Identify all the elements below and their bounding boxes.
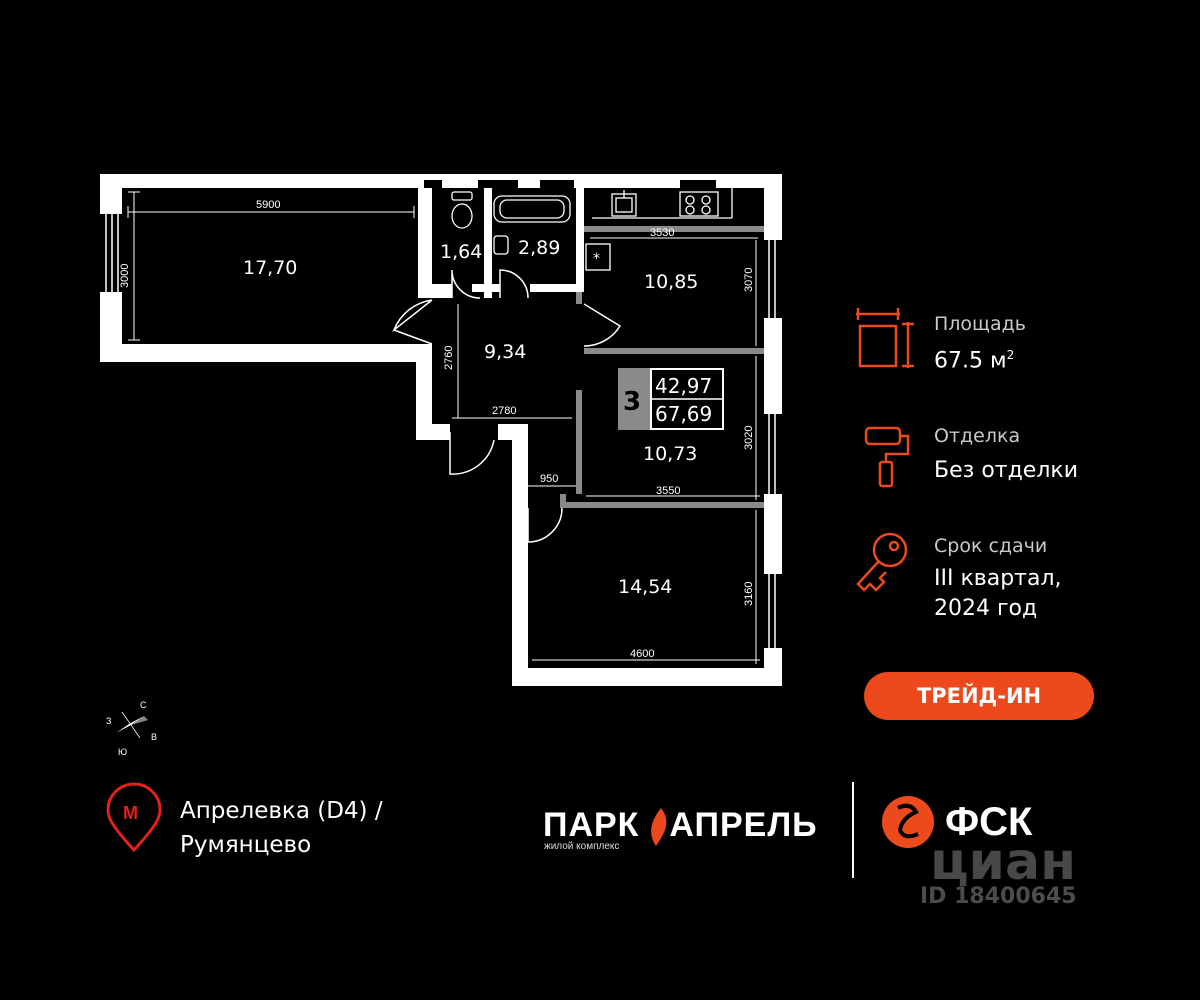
badge-living-area: 42,97	[655, 374, 712, 398]
dim-3160: 3160	[743, 582, 755, 606]
dim-4600: 4600	[630, 648, 654, 660]
area-badge: 3 42,97 67,69	[618, 368, 724, 430]
dimension-lines	[127, 191, 760, 664]
leaf-icon	[651, 808, 667, 846]
area-icon	[856, 308, 914, 368]
room-area-hall: 9,34	[484, 341, 526, 363]
deadline-label: Срок сдачи	[934, 535, 1048, 557]
fsk-logo-text: ФСК	[945, 800, 1033, 844]
metro-stations: Апрелевка (D4) / Румянцево	[180, 798, 383, 858]
logo-divider	[852, 782, 854, 878]
room-area-living: 17,70	[243, 257, 297, 279]
metro-icon: М	[106, 782, 162, 853]
compass-icon: С З В Ю	[106, 700, 157, 757]
badge-rooms-count: 3	[623, 387, 641, 417]
cian-watermark-id: ID 18400645	[920, 884, 1077, 909]
badge-total-area: 67,69	[655, 402, 712, 426]
dim-3000: 3000	[119, 264, 131, 288]
dim-2760: 2760	[443, 346, 455, 370]
fsk-logo-icon	[882, 796, 934, 848]
room-area-wc: 1,64	[440, 241, 482, 263]
doors	[392, 269, 622, 543]
finish-label: Отделка	[934, 425, 1021, 447]
deadline-value: III квартал, 2024 год	[934, 566, 1062, 621]
area-label: Площадь	[934, 313, 1026, 335]
trade-in-button[interactable]: ТРЕЙД-ИН	[864, 672, 1094, 720]
finish-value: Без отделки	[934, 458, 1078, 483]
svg-text:В: В	[151, 732, 157, 742]
dim-2780: 2780	[492, 405, 516, 417]
room-area-bedroom-mid: 10,73	[643, 443, 697, 465]
dim-3530: 3530	[650, 227, 674, 239]
interior-walls	[418, 188, 584, 298]
dim-950: 950	[540, 473, 558, 485]
dim-5900: 5900	[256, 199, 280, 211]
key-icon	[856, 532, 908, 592]
light-walls	[560, 226, 764, 508]
paint-roller-icon	[864, 426, 910, 488]
cian-watermark: циан	[930, 832, 1076, 892]
svg-text:М: М	[123, 803, 138, 823]
svg-text:С: С	[140, 700, 147, 710]
svg-text:Ю: Ю	[118, 747, 127, 757]
windows	[100, 180, 782, 648]
area-value: 67.5 м2	[934, 348, 1015, 374]
fixtures	[451, 188, 733, 271]
dim-3070: 3070	[743, 268, 755, 292]
room-area-bath: 2,89	[518, 237, 560, 259]
boiler-icon: *	[593, 251, 600, 267]
dim-3550: 3550	[656, 485, 680, 497]
room-area-bedroom-bottom: 14,54	[618, 576, 672, 598]
dim-3020: 3020	[743, 426, 755, 450]
park-april-subtitle: жилой комплекс	[544, 841, 620, 852]
room-area-kitchen: 10,85	[644, 271, 698, 293]
svg-text:З: З	[106, 716, 111, 726]
